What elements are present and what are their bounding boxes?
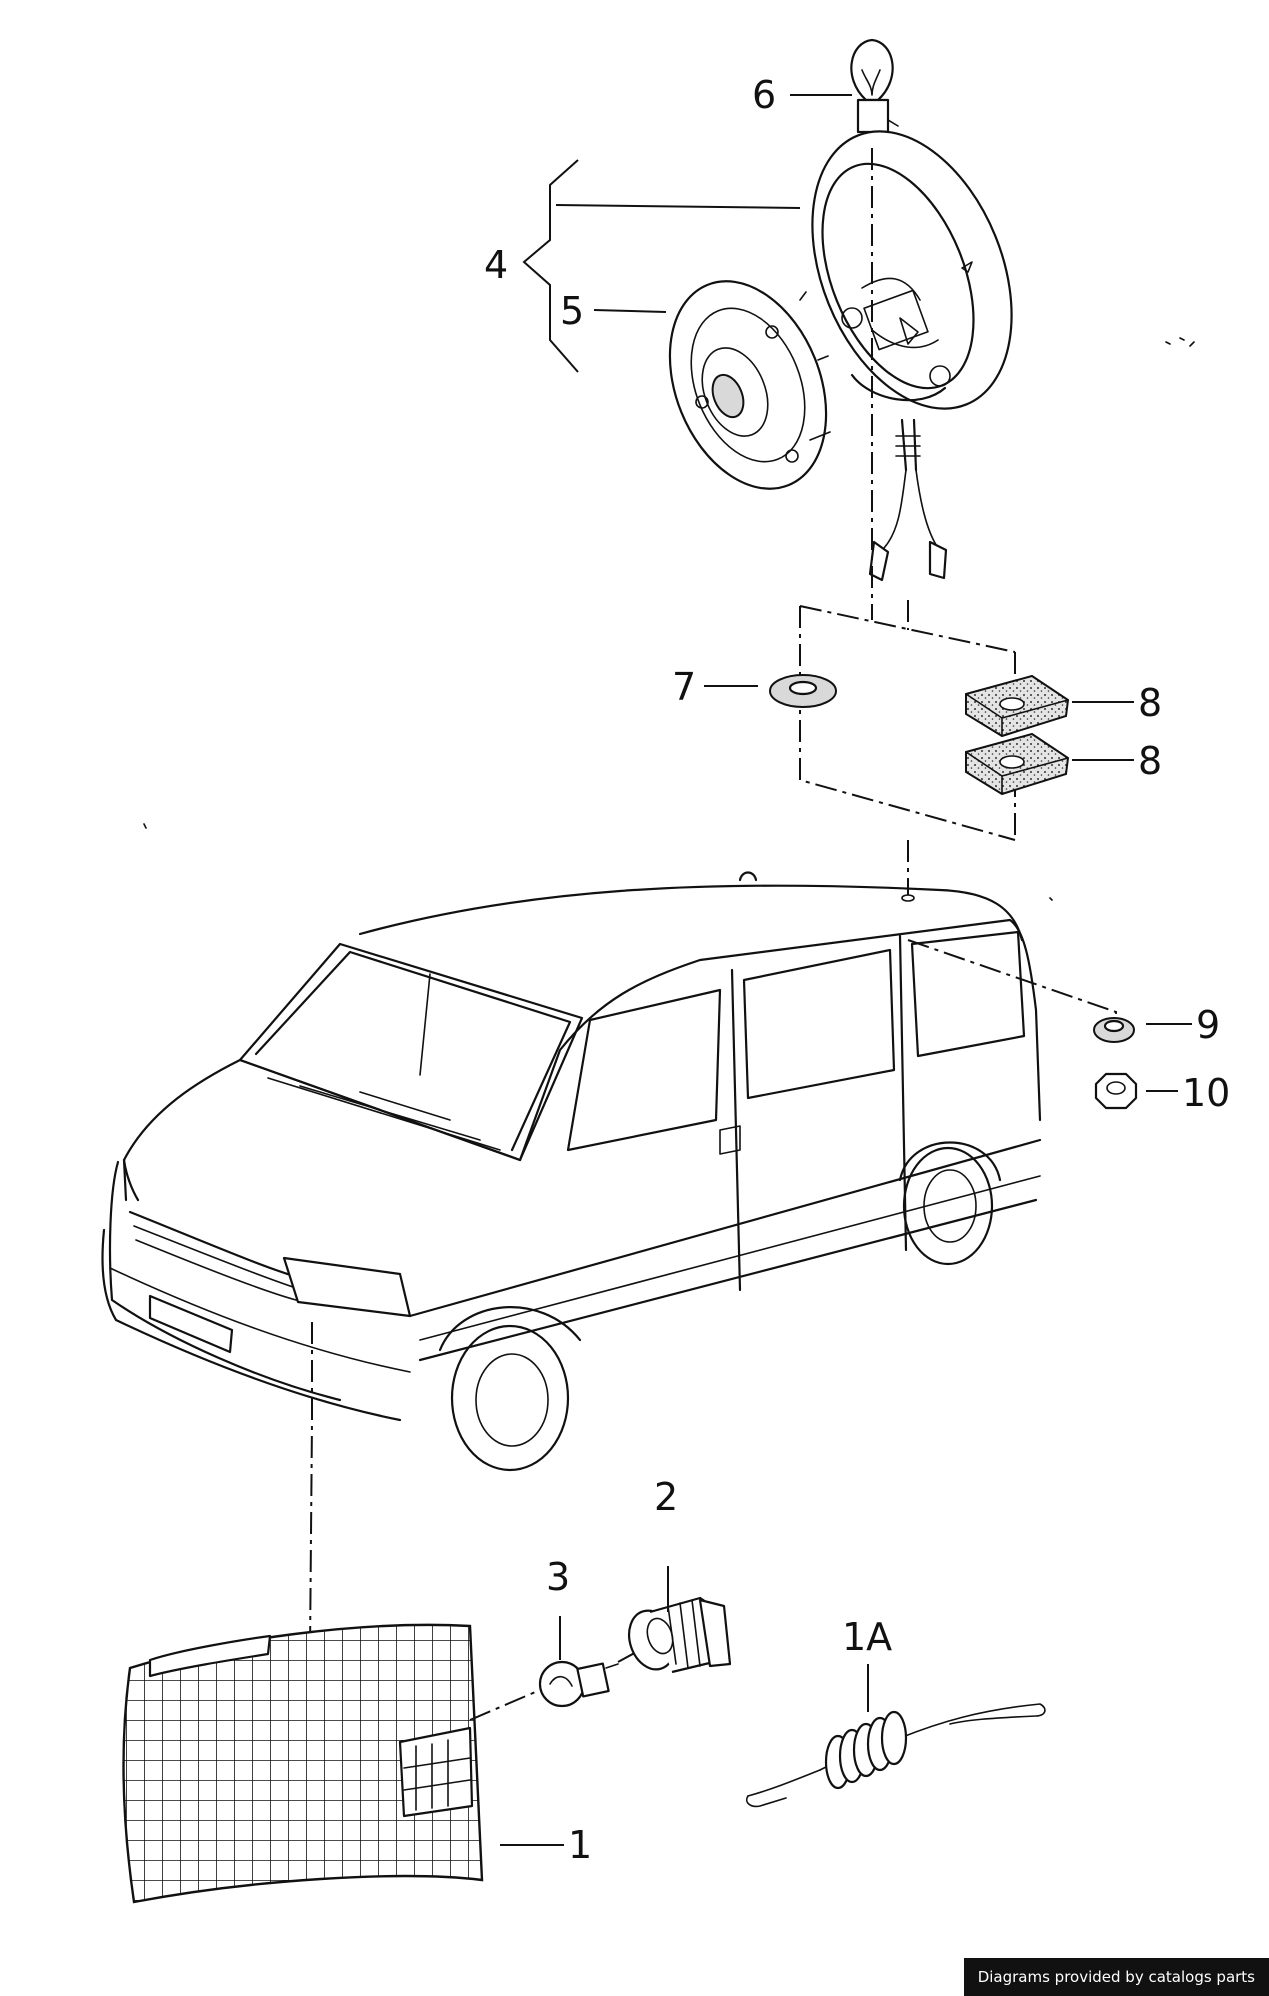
part-4-lamp-housing bbox=[811, 130, 1013, 582]
part-7-washer bbox=[769, 674, 837, 708]
part-6-bulb bbox=[850, 38, 899, 134]
callout-2: 2 bbox=[654, 1475, 678, 1519]
callout-6: 6 bbox=[752, 73, 776, 117]
part-3-bulb bbox=[538, 1660, 619, 1708]
callout-10: 10 bbox=[1182, 1071, 1230, 1115]
van-illustration bbox=[101, 871, 1042, 1472]
callout-7: 7 bbox=[672, 665, 696, 709]
callout-1a: 1A bbox=[842, 1615, 892, 1659]
part-8-pad-lower bbox=[965, 732, 1070, 796]
part-8-pad-upper bbox=[965, 674, 1070, 738]
callout-4: 4 bbox=[484, 243, 508, 287]
callout-1: 1 bbox=[568, 1823, 592, 1867]
part-1-turn-signal-lens bbox=[122, 1623, 484, 1904]
part-9-lock-washer bbox=[1093, 1017, 1135, 1043]
part-5-cover bbox=[668, 280, 831, 490]
callout-9: 9 bbox=[1196, 1003, 1220, 1047]
callout-4-bracket bbox=[522, 159, 579, 373]
callout-5: 5 bbox=[560, 289, 584, 333]
part-1a-spring bbox=[745, 1703, 1046, 1808]
credit-label: Diagrams provided by catalogs parts bbox=[963, 1958, 1269, 1996]
part-2-bulb-socket bbox=[628, 1596, 732, 1674]
callout-8-lower: 8 bbox=[1138, 739, 1162, 783]
part-10-nut bbox=[1094, 1072, 1138, 1110]
callout-8-upper: 8 bbox=[1138, 681, 1162, 725]
callout-3: 3 bbox=[546, 1555, 570, 1599]
